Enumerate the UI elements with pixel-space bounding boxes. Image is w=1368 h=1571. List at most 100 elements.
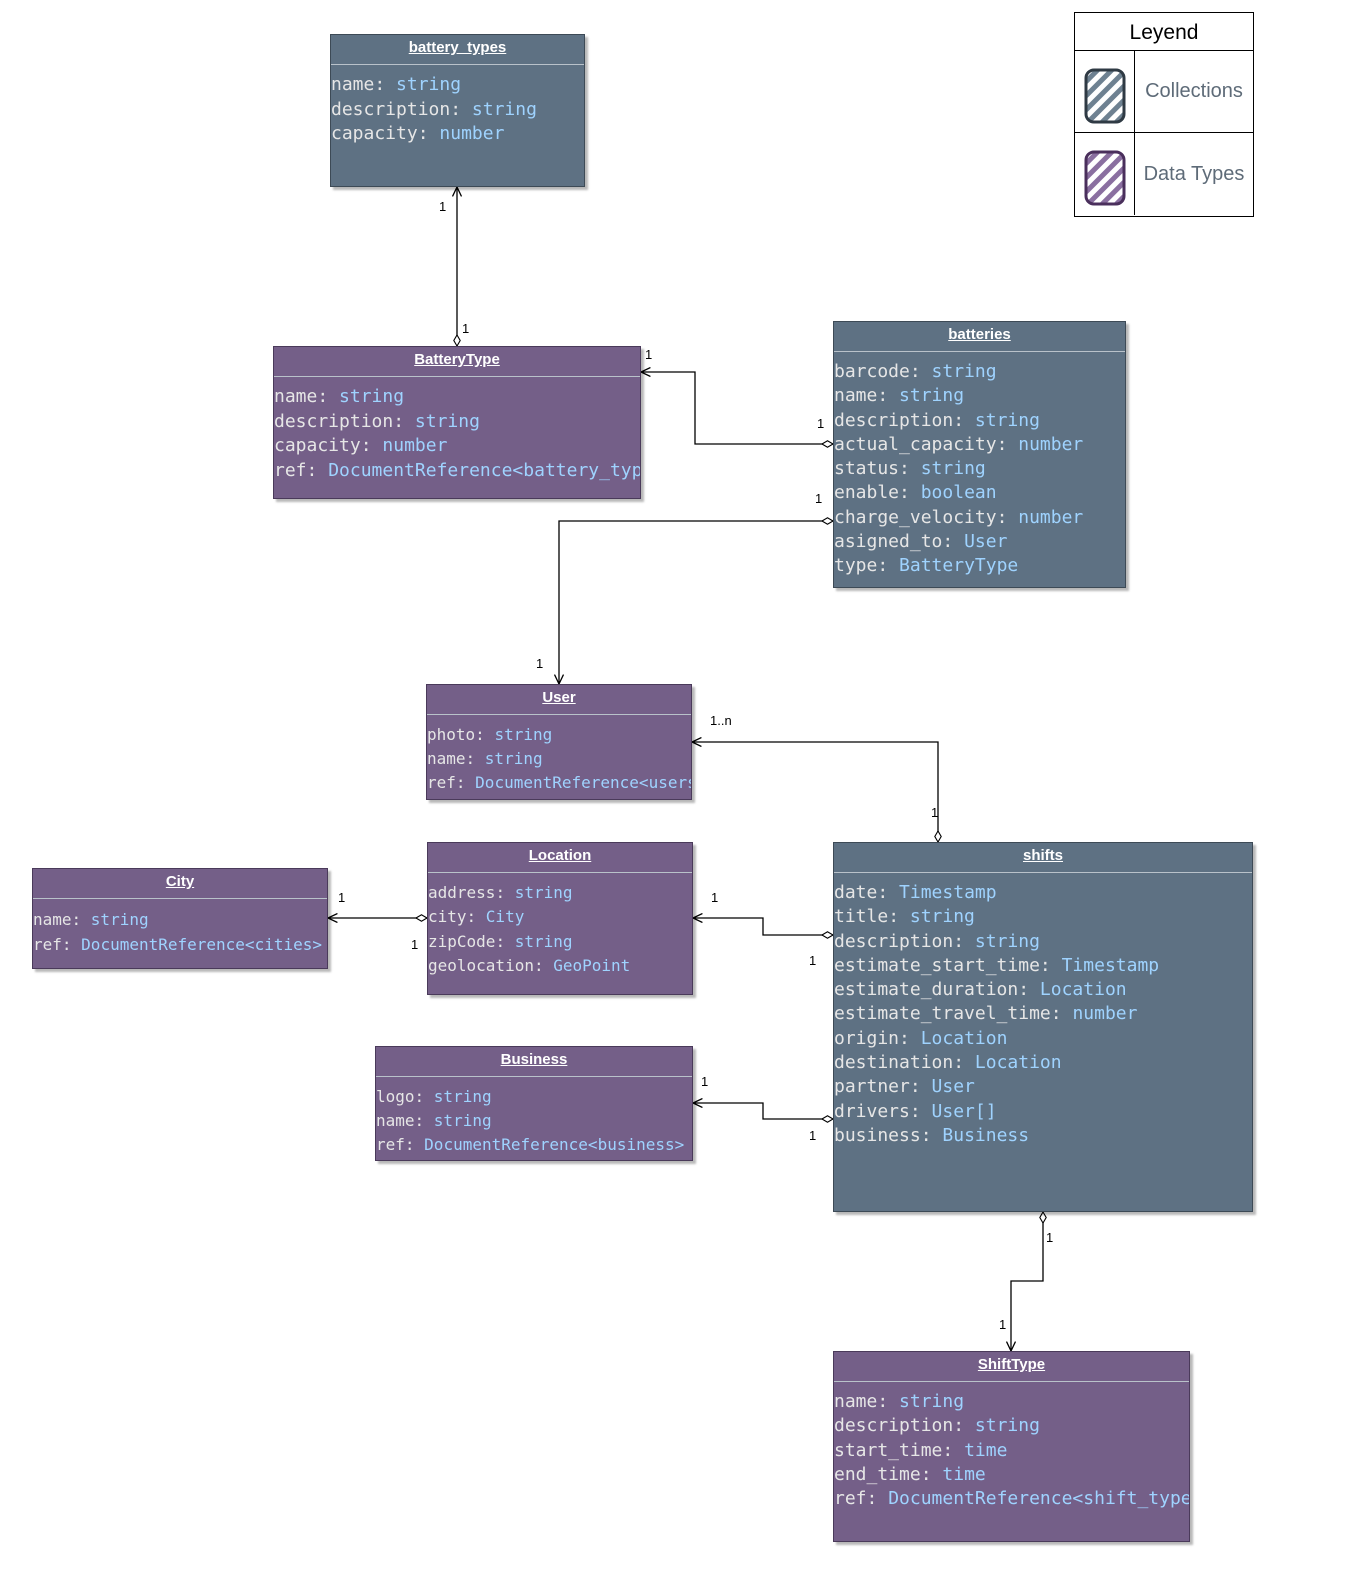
field-separator: : <box>899 458 921 480</box>
field-type: string <box>974 1415 1040 1437</box>
field-type: User <box>931 1076 975 1098</box>
field-row: destination: Location <box>834 1051 1252 1075</box>
field-row: estimate_duration: Location <box>834 978 1252 1002</box>
field-row: estimate_start_time: Timestamp <box>834 954 1252 978</box>
field-type: string <box>514 931 573 951</box>
field-name: geolocation <box>428 955 534 975</box>
field-separator: : <box>877 882 900 903</box>
field-row: date: Timestamp <box>834 881 1252 905</box>
field-row: description: string <box>331 98 584 123</box>
field-row: name: string <box>834 1390 1189 1414</box>
field-name: city <box>428 907 467 927</box>
field-type: DocumentReference<battery_types> <box>328 459 641 481</box>
field-name: ref <box>274 459 307 481</box>
field-separator: : <box>317 386 340 407</box>
field-row: title: string <box>834 905 1252 929</box>
field-row: start_time: time <box>834 1439 1189 1463</box>
field-name: photo <box>427 725 476 744</box>
field-separator: : <box>495 931 515 951</box>
entity-title: battery_types <box>331 35 584 65</box>
field-type: string <box>514 883 573 902</box>
field-row: status: string <box>834 457 1125 481</box>
field-separator: : <box>306 459 329 481</box>
field-name: name <box>331 74 375 95</box>
field-name: origin <box>834 1027 900 1049</box>
legend-title: Leyend <box>1075 13 1253 51</box>
field-name: name <box>834 1391 878 1412</box>
field-row: asigned_to: User <box>834 530 1125 554</box>
field-type: string <box>339 386 405 407</box>
target-multiplicity-label: 1 <box>701 1074 709 1089</box>
field-type: time <box>942 1463 986 1485</box>
entity-title: shifts <box>834 843 1252 873</box>
relation-shifts-business <box>693 1103 833 1119</box>
field-separator: : <box>942 531 965 553</box>
target-multiplicity-label: 1 <box>536 656 544 671</box>
field-separator: : <box>495 883 515 902</box>
field-row: description: string <box>834 409 1125 433</box>
field-name: asigned_to <box>834 531 943 553</box>
field-separator: : <box>877 555 900 577</box>
field-name: name <box>274 386 318 407</box>
field-type: string <box>433 1111 492 1130</box>
field-separator: : <box>450 98 472 120</box>
field-separator: : <box>414 1111 434 1130</box>
field-separator: : <box>414 1087 434 1106</box>
field-separator: : <box>1018 979 1040 1001</box>
field-name: drivers <box>834 1100 910 1122</box>
field-name: business <box>834 1124 921 1146</box>
field-row: name: string <box>331 73 584 98</box>
relation-batteries-batterytype <box>641 372 833 444</box>
field-row: name: string <box>427 747 691 771</box>
field-separator: : <box>920 1124 943 1146</box>
entity-title: User <box>427 685 691 715</box>
field-type: string <box>909 906 975 928</box>
field-type: BatteryType <box>899 555 1019 577</box>
field-separator: : <box>393 410 415 432</box>
field-row: drivers: User[] <box>834 1100 1252 1124</box>
field-name: description <box>834 1415 954 1437</box>
field-type: Location <box>974 1052 1062 1074</box>
target-multiplicity-label: 1 <box>999 1317 1007 1332</box>
field-name: capacity <box>274 435 361 456</box>
field-name: start_time <box>834 1439 943 1461</box>
field-name: name <box>427 749 466 768</box>
field-row: charge_velocity: number <box>834 506 1125 530</box>
field-name: address <box>428 883 496 902</box>
field-type: boolean <box>920 482 997 504</box>
field-separator: : <box>465 749 485 768</box>
field-type: string <box>974 930 1040 952</box>
field-row: partner: User <box>834 1075 1252 1099</box>
field-type: string <box>396 74 462 95</box>
source-multiplicity-label: 1 <box>411 937 419 952</box>
field-separator: : <box>374 74 397 95</box>
field-separator: : <box>71 910 91 929</box>
field-row: name: string <box>376 1109 692 1133</box>
field-separator: : <box>417 123 440 144</box>
field-separator: : <box>942 1439 965 1461</box>
field-separator: : <box>888 906 910 928</box>
field-name: title <box>834 906 889 928</box>
field-separator: : <box>920 1463 943 1485</box>
field-separator: : <box>866 1488 889 1510</box>
field-separator: : <box>996 433 1019 455</box>
field-type: Timestamp <box>899 882 997 903</box>
field-type: GeoPoint <box>553 955 631 975</box>
field-name: end_time <box>834 1463 921 1485</box>
field-type: number <box>1018 433 1084 455</box>
field-row: ref: DocumentReference<users> <box>427 771 691 795</box>
